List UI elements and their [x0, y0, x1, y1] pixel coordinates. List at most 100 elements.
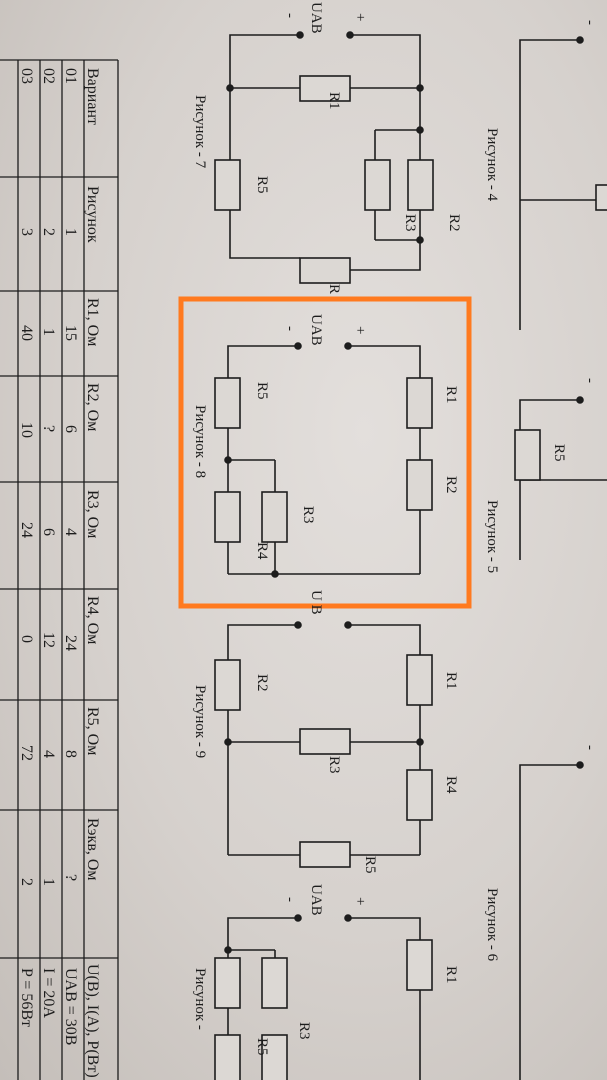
resistor-r5	[299, 841, 351, 868]
terminal-plus: +	[352, 13, 368, 21]
resistor-r3	[364, 159, 391, 211]
label-r4: R4	[443, 776, 459, 794]
table-cell: 2	[40, 228, 57, 236]
figure-cut-caption: Рисунок -	[192, 968, 208, 1030]
resistor-r1	[406, 377, 433, 429]
table-cell: 10	[18, 422, 35, 438]
label-r1: R1	[443, 386, 459, 404]
table-header: R3, Ом	[84, 490, 101, 538]
table-cell: ?	[40, 425, 57, 432]
resistor-r5	[214, 377, 241, 429]
table-cell: 0	[18, 635, 35, 643]
table-cell: 6	[40, 528, 57, 536]
circuit-figure-9	[214, 621, 433, 868]
figure-8-caption: Рисунок - 8	[192, 405, 208, 478]
table-cell: 2	[18, 878, 35, 886]
circuit-figure-10-partial	[214, 860, 521, 1080]
label-r2: R2	[443, 476, 459, 494]
table-cell: 40	[18, 325, 35, 341]
label-r4: R4	[254, 542, 270, 560]
table-cell: 1	[40, 878, 57, 886]
label-r1: R1	[443, 966, 459, 984]
resistor-r2	[406, 459, 433, 511]
table-header: Rэкв, Ом	[84, 818, 101, 881]
label-r3: R3	[300, 506, 316, 524]
table-cell: UAB = 30B	[62, 968, 79, 1045]
table-cell: 12	[40, 632, 57, 648]
label-r5: R5	[254, 382, 270, 400]
table-cell: P = 56Вт	[18, 968, 35, 1027]
table-cell: ?	[62, 874, 79, 881]
circuit-figure-8	[214, 342, 433, 578]
circuit-figure-6	[519, 761, 584, 860]
table-header: R2, Ом	[84, 383, 101, 431]
label-r1: R1	[326, 92, 342, 110]
variant-table	[0, 59, 119, 1080]
label-r3: R3	[296, 1022, 312, 1040]
label-r: R	[326, 284, 342, 294]
table-cell: 6	[62, 425, 79, 433]
terminal-minus: -	[582, 20, 598, 25]
table-cell: 4	[40, 750, 57, 758]
table-header: R4, Ом	[84, 596, 101, 644]
table-header: R1, Ом	[84, 298, 101, 346]
terminal-minus: -	[282, 897, 298, 902]
terminal-plus: +	[352, 897, 368, 905]
terminal-minus: -	[282, 326, 298, 331]
circuit-figure-5	[514, 396, 607, 560]
label-r3: R3	[402, 214, 418, 232]
table-cell: 72	[18, 745, 35, 761]
resistor-r4	[214, 491, 241, 543]
circuit-figure-4-partial	[519, 36, 607, 330]
resistor-r2	[214, 659, 241, 711]
resistor-r1	[406, 654, 433, 706]
table-cell: 24	[62, 635, 79, 651]
figure-6-caption: Рисунок - 6	[484, 888, 500, 962]
figure-9-caption: Рисунок - 9	[192, 685, 208, 758]
table-cell: 01	[62, 68, 79, 84]
label-r3: R3	[326, 756, 342, 774]
resistor-r2	[407, 159, 434, 211]
variant-table-text: Вариант Рисунок R1, Ом R2, Ом R3, Ом R4,…	[18, 68, 101, 1078]
table-header: Рисунок	[84, 186, 101, 243]
label-uab: UAB	[308, 2, 324, 34]
label-uab: UAB	[308, 884, 324, 916]
table-cell: 3	[18, 228, 35, 236]
table-cell: 15	[62, 325, 79, 341]
terminal-minus: -	[582, 745, 598, 750]
table-cell: 02	[40, 68, 57, 84]
table-header: U(B), I(A), P(Вт)	[84, 964, 101, 1078]
table-cell: 8	[62, 750, 79, 758]
resistor-r5	[514, 429, 541, 481]
terminal-minus: -	[582, 378, 598, 383]
resistor-r3	[261, 491, 288, 543]
label-r1: R1	[443, 672, 459, 690]
resistor-r3	[299, 728, 351, 755]
resistor-r1	[406, 939, 433, 991]
table-header: R5, Ом	[84, 707, 101, 755]
label-r5: R5	[254, 1038, 270, 1056]
table-cell: 1	[40, 328, 57, 336]
label-r5: R5	[362, 856, 378, 874]
resistor-r5	[214, 159, 241, 211]
resistor-r4	[406, 769, 433, 821]
figure-7-caption: Рисунок - 7	[192, 95, 208, 169]
highlight-frame	[178, 296, 472, 609]
label-r5: R5	[551, 444, 567, 462]
label-r5: R5	[254, 176, 270, 194]
table-cell: I = 20A	[40, 968, 57, 1018]
table-header: Вариант	[84, 68, 101, 125]
resistor-r	[299, 257, 351, 284]
table-cell: 03	[18, 68, 35, 84]
label-uab: UAB	[308, 314, 324, 346]
label-r2: R2	[446, 214, 462, 232]
circuit-figure-7	[214, 31, 434, 284]
table-cell: 1	[62, 228, 79, 236]
table-cell: 24	[18, 522, 35, 538]
figure-5-caption: Рисунок - 5	[484, 500, 500, 573]
label-ub: U B	[308, 590, 324, 615]
terminal-minus: -	[282, 13, 298, 18]
table-cell: 4	[62, 528, 79, 536]
